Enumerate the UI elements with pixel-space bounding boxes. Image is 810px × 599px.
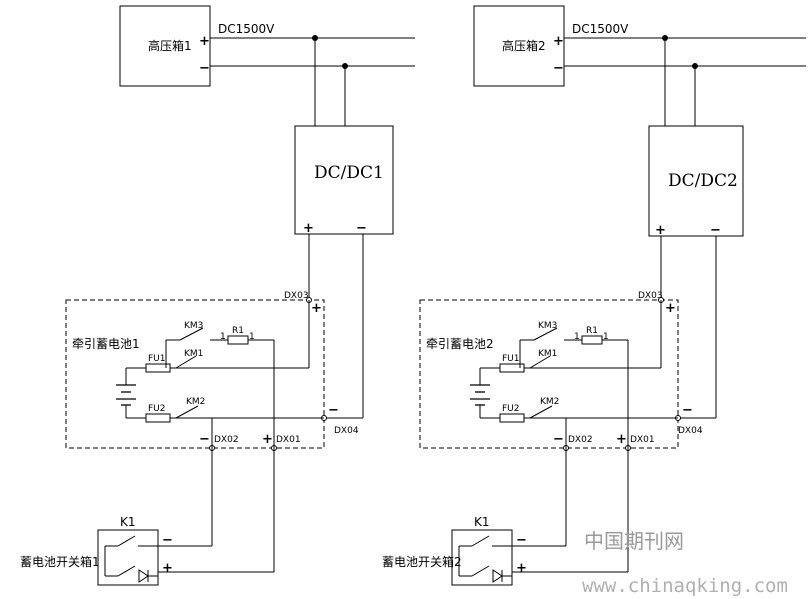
dcdc-converter-1 xyxy=(294,125,394,235)
dcdc-1-plus: + xyxy=(303,221,314,236)
contactor-km1-2-label: KM1 xyxy=(538,349,557,359)
switch-k1-1-lower xyxy=(117,565,136,577)
terminal-dx02-1-minus: − xyxy=(199,432,210,447)
battery-cell-2 xyxy=(470,368,490,418)
contactor-km2-2-label: KM2 xyxy=(540,397,559,407)
resistor-r1-1-pin-b: 1 xyxy=(249,332,255,342)
resistor-r1-1-label: R1 xyxy=(232,326,244,336)
contactor-km1-2 xyxy=(529,355,551,369)
resistor-r1-2 xyxy=(581,335,603,345)
watermark-site-url: www.chinaqking.com xyxy=(582,575,788,597)
terminal-dx01-2: DX01 xyxy=(630,435,655,445)
bus-voltage-1: DC1500V xyxy=(218,22,275,36)
contactor-km3-2 xyxy=(533,327,558,341)
hv-box-2-minus: − xyxy=(553,61,564,76)
terminal-dx04-2: DX04 xyxy=(678,426,703,436)
diode-2 xyxy=(492,569,503,583)
terminal-dx02-2-minus: − xyxy=(553,432,564,447)
switch-box-2-plus: + xyxy=(516,561,527,576)
terminal-dx01-1: DX01 xyxy=(276,435,301,445)
hv-box-1-plus: + xyxy=(199,34,210,49)
switch-box-1-label: 蓄电池开关箱1 xyxy=(20,554,100,569)
battery-enclosure-1 xyxy=(65,299,325,449)
terminal-dx01-1-plus: + xyxy=(262,432,273,447)
hv-box-2 xyxy=(473,5,565,87)
terminal-dx04-1-minus: − xyxy=(328,403,339,418)
circuit-1: 高压箱1 + − DC1500V DC/DC1 + − 牵引蓄电池1 DX03 … xyxy=(20,5,415,586)
terminal-dx02-2: DX02 xyxy=(568,435,593,445)
battery-pack-2-label: 牵引蓄电池2 xyxy=(426,337,494,351)
resistor-r1-2-label: R1 xyxy=(586,326,598,336)
terminal-dx03-2-plus: + xyxy=(665,301,676,316)
hv-box-1-label: 高压箱1 xyxy=(148,38,192,53)
dcdc-1-minus: − xyxy=(356,221,367,236)
terminal-dx04-2-minus: − xyxy=(682,403,693,418)
fuse-fu2-1 xyxy=(145,413,171,423)
resistor-r1-2-pin-b: 1 xyxy=(603,332,609,342)
dcdc-2-plus: + xyxy=(655,223,666,238)
resistor-r1-2-pin-a: 1 xyxy=(574,332,580,342)
switch-k1-2-upper xyxy=(471,535,490,547)
bus-voltage-2: DC1500V xyxy=(572,22,629,36)
fuse-fu2-1-label: FU2 xyxy=(148,404,166,414)
switch-k1-2-lower xyxy=(471,565,490,577)
switch-k1-2-label: K1 xyxy=(474,515,490,529)
dcdc-2-minus: − xyxy=(710,223,721,238)
contactor-km2-1-label: KM2 xyxy=(186,397,205,407)
terminal-dx04-1: DX04 xyxy=(334,426,359,436)
dcdc-converter-2-label: DC/DC2 xyxy=(668,171,738,191)
terminal-dx03-1: DX03 xyxy=(284,291,309,301)
battery-enclosure-2 xyxy=(419,299,679,449)
contactor-km2-2 xyxy=(529,405,553,419)
contactor-km3-1-label: KM3 xyxy=(184,321,203,331)
switch-box-1-minus: − xyxy=(162,533,173,548)
terminal-dx01-2-plus: + xyxy=(616,432,627,447)
contactor-km1-1-label: KM1 xyxy=(184,349,203,359)
switch-box-2-label: 蓄电池开关箱2 xyxy=(382,554,462,569)
terminal-dx02-1: DX02 xyxy=(214,435,239,445)
switch-box-1-plus: + xyxy=(162,561,173,576)
switch-box-1 xyxy=(97,529,159,586)
terminal-dx03-2: DX03 xyxy=(638,291,663,301)
hv-box-1 xyxy=(119,5,211,87)
fuse-fu2-2-label: FU2 xyxy=(502,404,520,414)
hv-box-2-plus: + xyxy=(553,34,564,49)
switch-box-2-minus: − xyxy=(516,533,527,548)
fuse-fu2-2 xyxy=(499,413,525,423)
diode-1 xyxy=(138,569,149,583)
contactor-km3-1 xyxy=(179,327,204,341)
circuit-2: 高压箱2 + − DC1500V DC/DC2 + − 牵引蓄电池2 DX03 … xyxy=(382,5,806,586)
fuse-fu1-2-label: FU1 xyxy=(502,354,520,364)
fuse-fu1-1-label: FU1 xyxy=(148,354,166,364)
switch-k1-1-upper xyxy=(117,535,136,547)
hv-box-1-minus: − xyxy=(199,61,210,76)
terminal-dx03-1-plus: + xyxy=(311,301,322,316)
contactor-km3-2-label: KM3 xyxy=(538,321,557,331)
hv-box-2-label: 高压箱2 xyxy=(502,38,546,53)
watermark-site-name: 中国期刊网 xyxy=(584,529,684,553)
contactor-km2-1 xyxy=(175,405,199,419)
dcdc-converter-1-label: DC/DC1 xyxy=(314,163,384,183)
resistor-r1-1 xyxy=(227,335,249,345)
switch-k1-1-label: K1 xyxy=(120,515,136,529)
battery-pack-1-label: 牵引蓄电池1 xyxy=(72,337,140,351)
battery-cell-1 xyxy=(116,368,136,418)
contactor-km1-1 xyxy=(175,355,197,369)
resistor-r1-1-pin-a: 1 xyxy=(220,332,226,342)
dcdc-converter-2 xyxy=(648,125,744,237)
